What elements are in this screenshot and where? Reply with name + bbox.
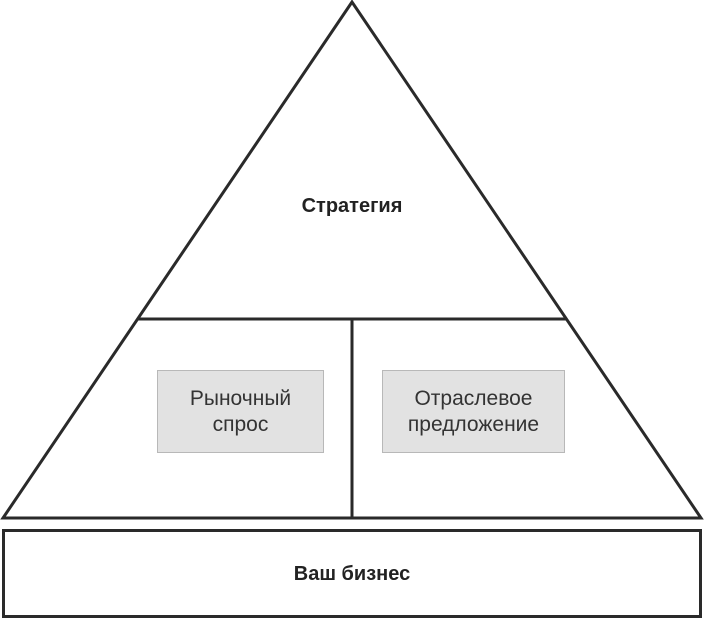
- market-demand-line1: Рыночный: [189, 386, 292, 410]
- market-demand-line2: спрос: [212, 412, 269, 436]
- strategy-label: Стратегия: [301, 195, 403, 217]
- base-rectangle: [2, 529, 702, 618]
- industry-supply-line2: предложение: [407, 412, 540, 436]
- market-demand-box: Рыночный спрос: [157, 370, 324, 453]
- industry-supply-line1: Отраслевое: [414, 386, 533, 410]
- industry-supply-box: Отраслевое предложение: [382, 370, 565, 453]
- your-business-label: Ваш бизнес: [293, 563, 411, 585]
